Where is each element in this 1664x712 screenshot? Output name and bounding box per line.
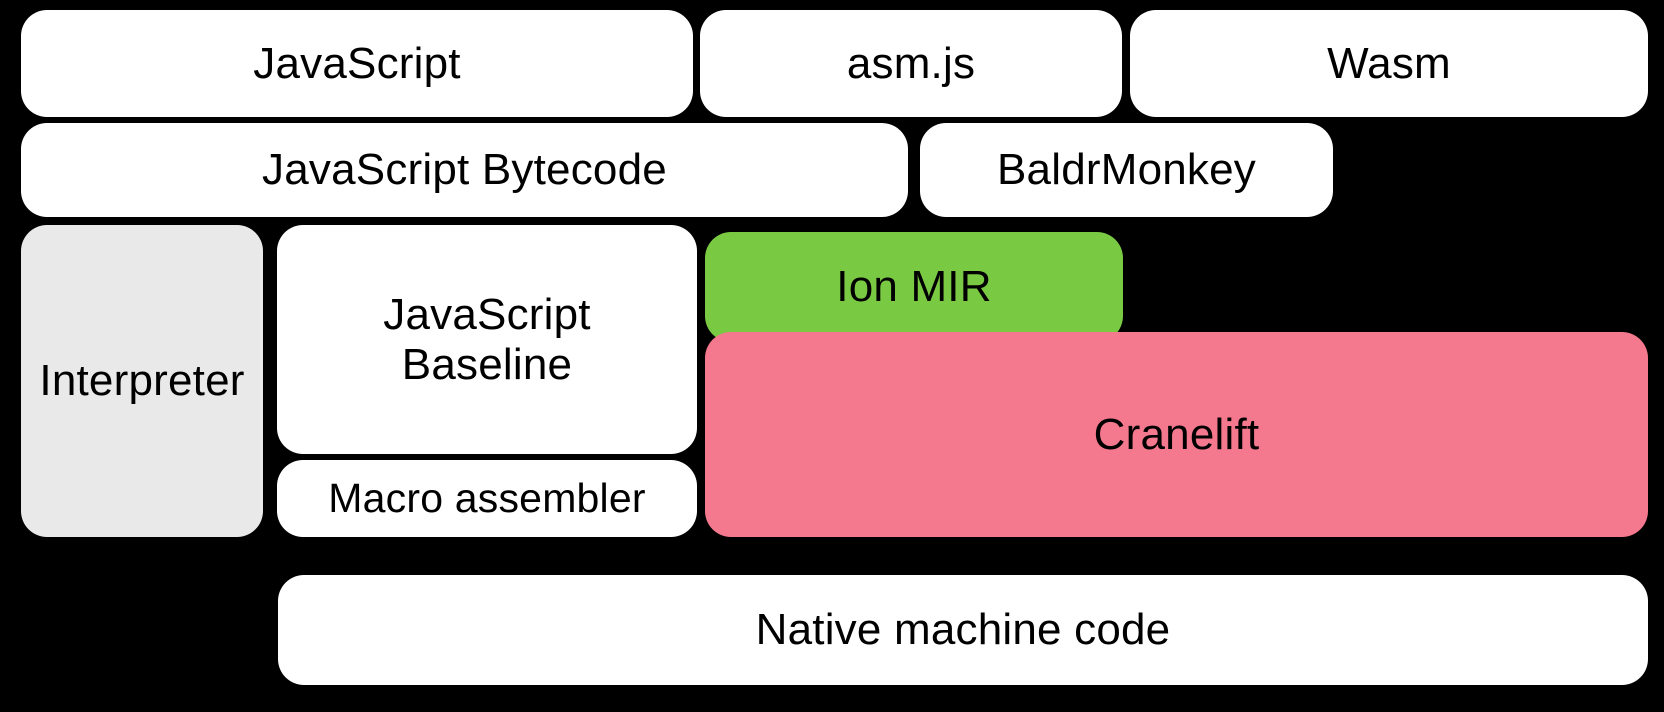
node-wasm: Wasm (1130, 10, 1648, 117)
node-asm-js: asm.js (700, 10, 1122, 117)
node-javascript: JavaScript (21, 10, 693, 117)
node-interpreter: Interpreter (21, 225, 263, 537)
node-ion-mir: Ion MIR (705, 232, 1123, 342)
node-macro-assembler: Macro assembler (277, 460, 697, 537)
node-javascript-bytecode: JavaScript Bytecode (21, 123, 908, 217)
node-baldrmonkey: BaldrMonkey (920, 123, 1333, 217)
node-cranelift: Cranelift (705, 332, 1648, 537)
node-native-machine-code: Native machine code (278, 575, 1648, 685)
node-javascript-baseline: JavaScript Baseline (277, 225, 697, 454)
